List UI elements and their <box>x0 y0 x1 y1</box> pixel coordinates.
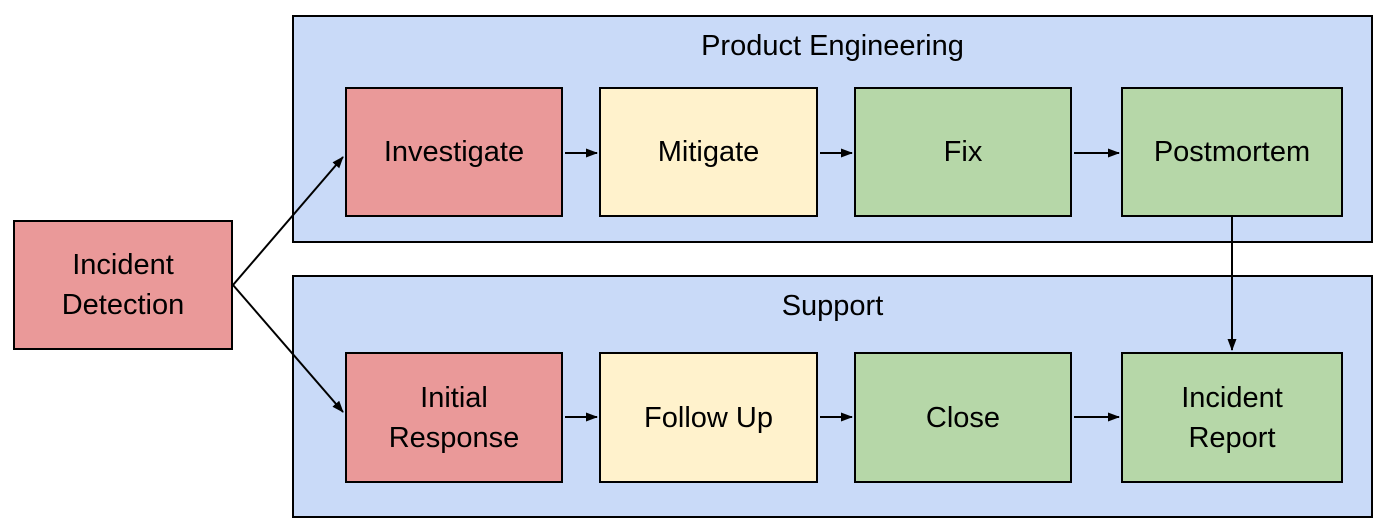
node-label: Incident Report <box>1181 381 1283 454</box>
node-fix[interactable]: Fix <box>854 87 1072 217</box>
node-label: Incident Detection <box>61 249 185 321</box>
node-incident-report[interactable]: Incident Report <box>1121 352 1343 483</box>
node-investigate[interactable]: Investigate <box>345 87 563 217</box>
node-label: Fix <box>943 136 983 168</box>
node-label: Close <box>925 401 1001 434</box>
node-label: Follow Up <box>644 401 773 434</box>
node-label: Investigate <box>383 136 525 168</box>
lane-support: Support Initial Response Follow Up Close… <box>292 275 1373 518</box>
node-close[interactable]: Close <box>854 352 1072 483</box>
lane-title: Product Engineering <box>701 30 964 62</box>
node-incident-detection[interactable]: Incident Detection <box>13 220 233 350</box>
node-postmortem[interactable]: Postmortem <box>1121 87 1343 217</box>
node-label: Initial Response <box>388 381 520 454</box>
node-follow-up[interactable]: Follow Up <box>599 352 818 483</box>
node-label: Mitigate <box>657 136 760 168</box>
node-label: Postmortem <box>1153 136 1311 168</box>
node-mitigate[interactable]: Mitigate <box>599 87 818 217</box>
lane-title: Support <box>781 290 884 322</box>
lane-product-engineering: Product Engineering Investigate Mitigate… <box>292 15 1373 243</box>
node-initial-response[interactable]: Initial Response <box>345 352 563 483</box>
